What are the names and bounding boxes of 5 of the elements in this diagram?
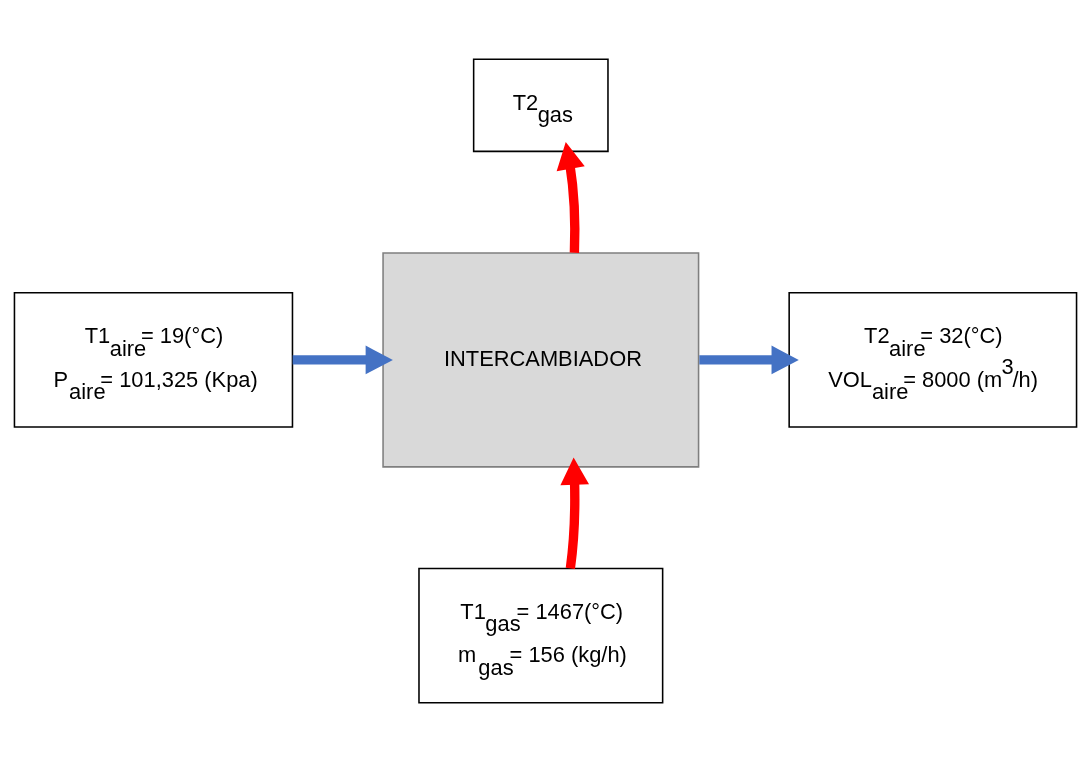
arrow: [699, 345, 799, 375]
arrow: [560, 457, 589, 569]
arrow: [292, 345, 393, 375]
node-box: INTERCAMBIADOR: [382, 252, 700, 468]
arrow: [556, 141, 585, 253]
